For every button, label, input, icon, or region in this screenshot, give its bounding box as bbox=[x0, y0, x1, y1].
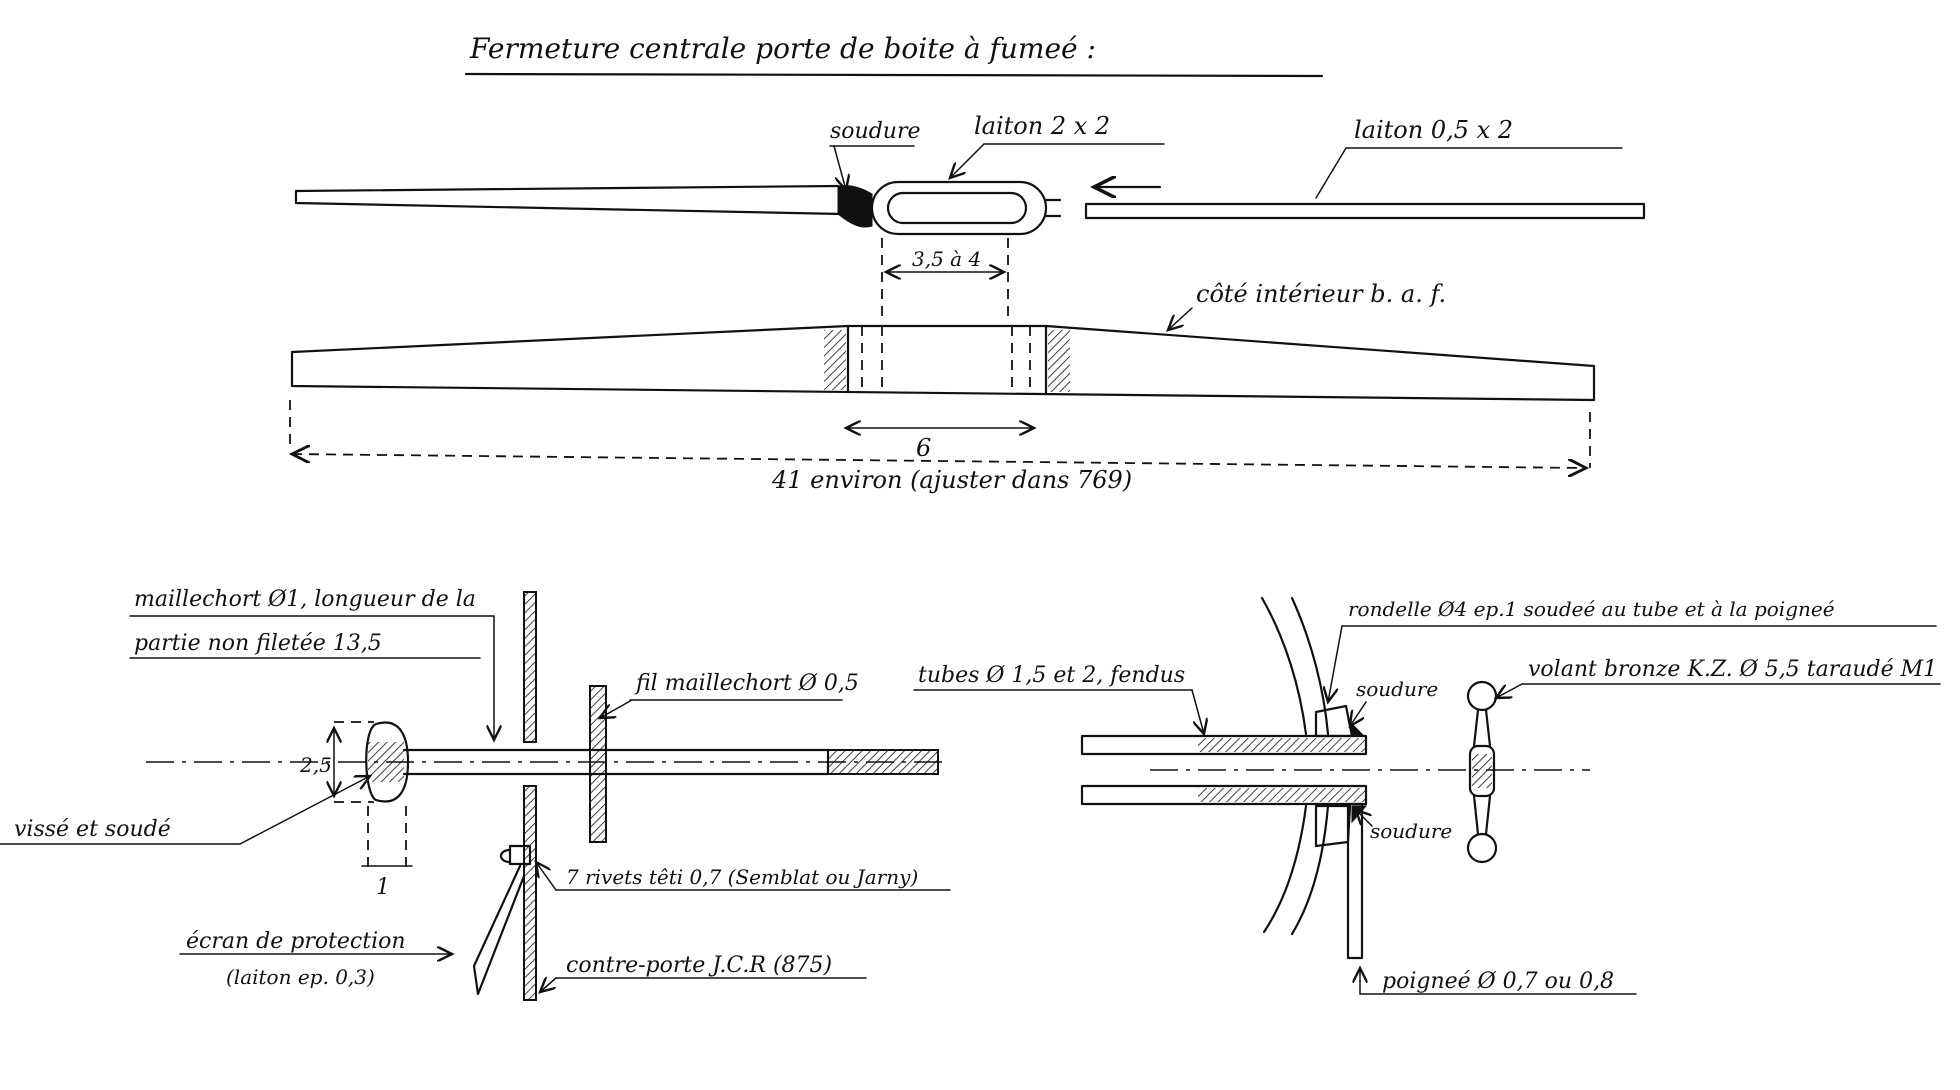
leader-volant bbox=[1496, 683, 1523, 698]
rivet bbox=[508, 844, 532, 866]
title-underline bbox=[464, 72, 1324, 78]
volant-hub bbox=[1468, 744, 1496, 798]
title-group: Fermeture centrale porte de boite à fume… bbox=[464, 32, 1324, 78]
label-tubes: tubes Ø 1,5 et 2, fendus bbox=[918, 663, 1185, 688]
hatch-left bbox=[824, 330, 846, 390]
tapered-bar bbox=[290, 324, 1596, 402]
brass-loop-inner bbox=[886, 191, 1028, 225]
poignee bbox=[1346, 802, 1364, 960]
door-curve-outer-bottom bbox=[1262, 804, 1308, 934]
door-curve-inner-bottom bbox=[1290, 804, 1330, 936]
loop-slot bbox=[1044, 198, 1062, 218]
door-wall-top bbox=[523, 591, 537, 743]
protection-screen bbox=[472, 864, 526, 996]
bottom-left-assembly: 2,5 1 maillechort Ø1, longueur de la par… bbox=[0, 587, 951, 1001]
leader-laiton-05x2 bbox=[1315, 147, 1347, 199]
leader-soudure-top bbox=[1350, 701, 1367, 726]
dim-41: 41 environ (ajuster dans 769) bbox=[771, 466, 1132, 494]
leader-rondelle bbox=[1328, 625, 1343, 702]
top-plan-view: soudure laiton 2 x 2 laiton 0,5 x 2 3,5 … bbox=[294, 112, 1646, 322]
bottom-right-assembly: rondelle Ø4 ep.1 soudeé au tube et à la … bbox=[913, 596, 1941, 995]
label-maillechort-line1: maillechort Ø1, longueur de la bbox=[134, 587, 476, 612]
leader-cote-interieur bbox=[1168, 307, 1193, 330]
leader-visse bbox=[239, 776, 370, 845]
washer-plate bbox=[589, 685, 607, 843]
label-laiton-05x2: laiton 0,5 x 2 bbox=[1354, 116, 1513, 144]
leader-soudure bbox=[833, 145, 846, 190]
brass-loop-outer bbox=[870, 180, 1048, 236]
label-maillechort-line2: partie non filetée 13,5 bbox=[134, 631, 382, 656]
leader-laiton-2x2 bbox=[950, 143, 985, 178]
label-visse: vissé et soudé bbox=[14, 817, 171, 842]
label-cote-interieur: côté intérieur b. a. f. bbox=[1196, 280, 1446, 308]
leader-soudure-bottom bbox=[1356, 810, 1373, 827]
bolt-head-knurl bbox=[368, 742, 404, 782]
leader-rivets bbox=[536, 862, 557, 891]
page-title: Fermeture centrale porte de boite à fume… bbox=[469, 32, 1096, 65]
bolt-head bbox=[365, 721, 410, 803]
solder-blob bbox=[837, 185, 873, 228]
volant-spokes bbox=[1472, 708, 1492, 836]
tube-lower-split bbox=[1198, 788, 1366, 802]
label-poignee: poigneé Ø 0,7 ou 0,8 bbox=[1382, 969, 1614, 994]
dim-41-line bbox=[292, 454, 1586, 468]
volant-knob-top bbox=[1466, 680, 1498, 712]
volant-knob-bottom bbox=[1466, 832, 1498, 864]
label-volant: volant bronze K.Z. Ø 5,5 taraudé M1 bbox=[1528, 657, 1937, 682]
volant-hub-thread bbox=[1472, 754, 1492, 788]
dim-35a4: 3,5 à 4 bbox=[912, 247, 981, 271]
label-rondelle: rondelle Ø4 ep.1 soudeé au tube et à la … bbox=[1348, 597, 1835, 621]
rivet-head bbox=[499, 848, 512, 864]
label-soudure: soudure bbox=[830, 119, 921, 144]
label-ecran-line2: (laiton ep. 0,3) bbox=[226, 965, 375, 989]
label-rivets: 7 rivets têti 0,7 (Semblat ou Jarny) bbox=[566, 865, 918, 889]
leader-tubes bbox=[1191, 689, 1204, 734]
dim-1: 1 bbox=[376, 875, 390, 900]
label-fil: fil maillechort Ø 0,5 bbox=[634, 671, 859, 696]
tube-upper-split bbox=[1198, 738, 1366, 752]
dim-25: 2,5 bbox=[299, 753, 332, 777]
rondelle-top bbox=[1314, 704, 1354, 738]
door-wall-bottom bbox=[523, 785, 537, 1001]
dim-6: 6 bbox=[916, 434, 931, 462]
leader-fil bbox=[600, 699, 633, 718]
door-curve-outer-top bbox=[1260, 596, 1308, 736]
label-soudure-bottom: soudure bbox=[1370, 819, 1452, 843]
right-bar bbox=[1084, 202, 1646, 220]
label-soudure-top: soudure bbox=[1356, 677, 1438, 701]
door-curve-inner-top bbox=[1290, 596, 1330, 736]
label-contre-porte: contre-porte J.C.R (875) bbox=[566, 953, 832, 978]
leader-contre-porte bbox=[540, 978, 557, 992]
top-side-view: côté intérieur b. a. f. 6 41 environ (aj… bbox=[290, 280, 1596, 494]
threaded-end bbox=[827, 749, 939, 775]
label-ecran-line1: écran de protection bbox=[186, 929, 406, 954]
hatch-right bbox=[1048, 330, 1070, 392]
rondelle-bottom bbox=[1314, 804, 1352, 848]
left-bar bbox=[294, 184, 844, 216]
label-laiton-2x2: laiton 2 x 2 bbox=[974, 112, 1110, 140]
